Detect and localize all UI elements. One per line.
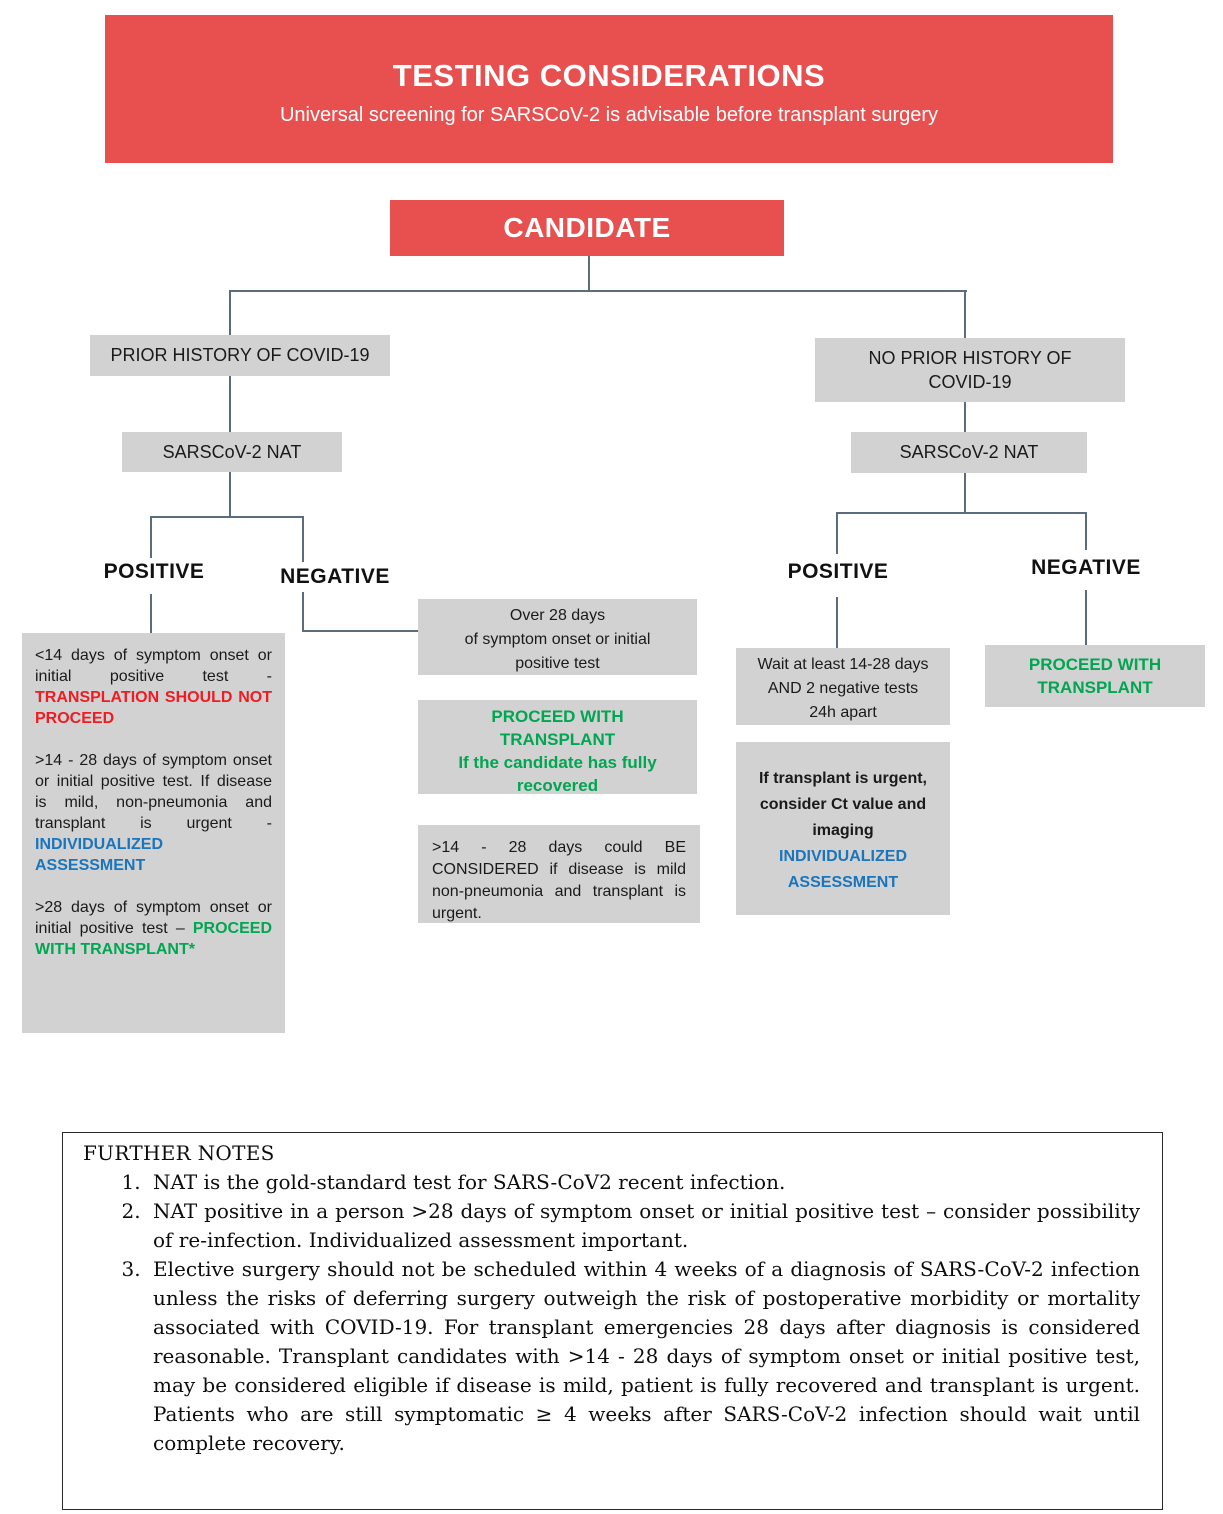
note-item-3: Elective surgery should not be scheduled… <box>147 1255 1140 1458</box>
candidate-node: CANDIDATE <box>390 200 784 256</box>
connector-line <box>229 472 231 518</box>
rule-alert-no-proceed: TRANSPLATION SHOULD NOT PROCEED <box>35 689 272 727</box>
rule-alert-individualized: INDIVIDUALIZED ASSESSMENT <box>35 836 163 874</box>
box-urgent-individualized: If transplant is urgent, consider Ct val… <box>736 742 950 915</box>
notes-list: NAT is the gold-standard test for SARS-C… <box>83 1168 1140 1458</box>
box-proceed-with-transplant: PROCEED WITH TRANSPLANT <box>985 645 1205 707</box>
box-positive-left-outcomes: <14 days of symptom onset or initial pos… <box>22 633 285 1033</box>
connector-line <box>229 376 231 432</box>
rule-over-28-days: >28 days of symptom onset or initial pos… <box>35 897 272 960</box>
page-title: TESTING CONSIDERATIONS <box>392 57 826 93</box>
rule-under-14-days: <14 days of symptom onset or initial pos… <box>35 645 272 729</box>
connector-line <box>302 630 418 632</box>
connector-line <box>964 402 966 432</box>
connector-line <box>1085 512 1087 550</box>
box-14-28-considered: >14 - 28 days could BE CONSIDERED if dis… <box>418 825 700 923</box>
connector-line <box>964 290 966 339</box>
node-no-prior-history: NO PRIOR HISTORY OF COVID-19 <box>815 338 1125 402</box>
connector-line <box>836 597 838 648</box>
box-wait-14-28-days: Wait at least 14-28 days AND 2 negative … <box>736 648 950 725</box>
rule-14-28-days: >14 - 28 days of symptom onset or initia… <box>35 750 272 876</box>
notes-title: FURTHER NOTES <box>83 1141 275 1165</box>
connector-line <box>150 516 152 558</box>
connector-line <box>836 512 838 554</box>
rule-text: >28 days of symptom onset or initial pos… <box>35 899 272 937</box>
box-over-28-days: Over 28 days of symptom onset or initial… <box>418 599 697 675</box>
header-banner: TESTING CONSIDERATIONS Universal screeni… <box>105 15 1113 163</box>
connector-line <box>150 594 152 633</box>
connector-line <box>964 473 966 514</box>
connector-line <box>588 256 590 291</box>
rule-text: <14 days of symptom onset or initial pos… <box>35 647 272 685</box>
connector-line <box>302 516 304 562</box>
label-positive-left: POSITIVE <box>103 560 205 583</box>
rule-alert-proceed: PROCEED WITH TRANSPLANT* <box>35 920 272 958</box>
node-nat-right: SARSCoV-2 NAT <box>851 432 1087 473</box>
label-negative-left: NEGATIVE <box>280 565 390 588</box>
box-proceed-if-recovered: PROCEED WITH TRANSPLANT If the candidate… <box>418 700 697 795</box>
label-negative-right: NEGATIVE <box>1031 556 1141 579</box>
label-positive-right: POSITIVE <box>787 560 889 583</box>
connector-line <box>302 592 304 632</box>
note-item-1: NAT is the gold-standard test for SARS-C… <box>147 1168 1140 1197</box>
urgent-text: If transplant is urgent, consider Ct val… <box>758 770 927 839</box>
urgent-alert-individualized: INDIVIDUALIZED ASSESSMENT <box>779 848 907 891</box>
connector-line <box>229 290 231 336</box>
connector-line <box>150 516 304 518</box>
note-item-2: NAT positive in a person >28 days of sym… <box>147 1197 1140 1255</box>
rule-text: >14 - 28 days of symptom onset or initia… <box>35 752 272 832</box>
node-nat-left: SARSCoV-2 NAT <box>122 432 342 472</box>
connector-line <box>229 290 967 292</box>
node-prior-history: PRIOR HISTORY OF COVID-19 <box>90 335 390 376</box>
connector-line <box>836 512 1087 514</box>
further-notes-panel: FURTHER NOTES NAT is the gold-standard t… <box>62 1132 1163 1510</box>
page-subtitle: Universal screening for SARSCoV-2 is adv… <box>279 103 939 126</box>
connector-line <box>1085 590 1087 645</box>
